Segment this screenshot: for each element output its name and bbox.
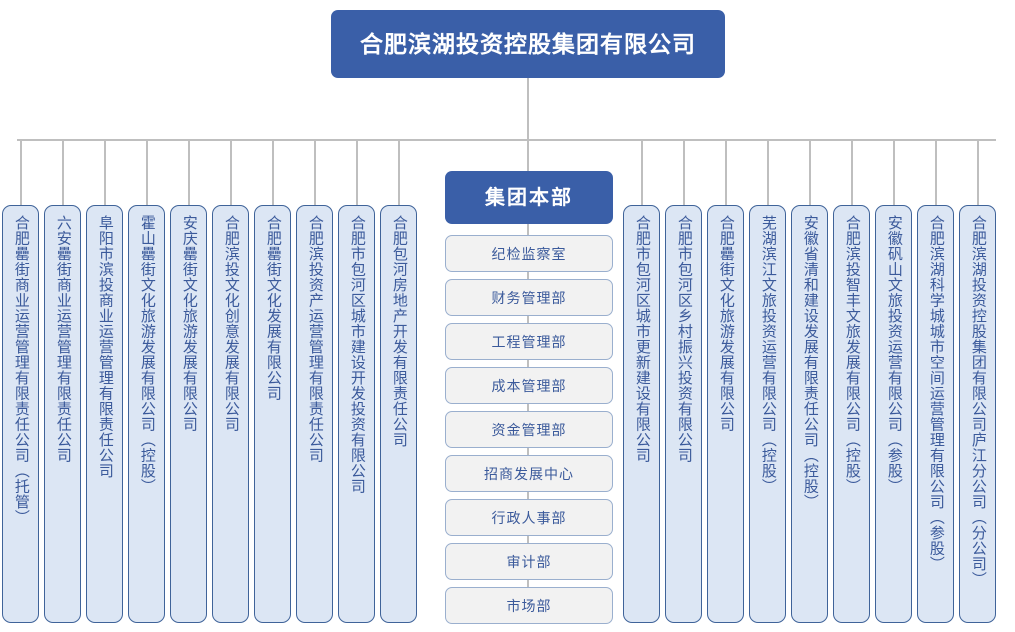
subsidiary-label: 霍山罍街文化旅游发展有限公司（控股） [138, 215, 156, 494]
subsidiary-label: 合肥包河房地产开发有限责任公司 [390, 215, 408, 448]
connector-hq-drop [527, 139, 529, 172]
subsidiary-label: 合肥滨湖投资控股集团有限公司庐江分公司（分公司） [969, 215, 987, 587]
connector-department [527, 580, 529, 587]
department-node[interactable]: 行政人事部 [445, 499, 613, 536]
subsidiary-label: 安庆罍街文化旅游发展有限公司 [180, 215, 198, 432]
connector-drop [934, 139, 937, 205]
subsidiary-label: 合肥罍街文化旅游发展有限公司 [717, 215, 735, 432]
department-label: 审计部 [506, 553, 552, 570]
department-label: 招商发展中心 [484, 465, 574, 482]
subsidiary-node[interactable]: 合肥滨投智丰文旅发展有限公司（控股） [833, 205, 870, 623]
department-label: 工程管理部 [491, 333, 567, 350]
connector-root-vertical [527, 78, 529, 140]
subsidiary-node[interactable]: 芜湖滨江文旅投资运营有限公司（控股） [749, 205, 786, 623]
subsidiary-node[interactable]: 合肥市包河区城市更新建设有限公司 [623, 205, 660, 623]
connector-drop [850, 139, 853, 205]
department-label: 纪检监察室 [491, 245, 567, 262]
connector-drop [724, 139, 727, 205]
connector-drop [145, 139, 148, 205]
department-node[interactable]: 资金管理部 [445, 411, 613, 448]
subsidiary-label: 合肥滨湖科学城城市空间运营管理有限公司（参股） [927, 215, 945, 572]
subsidiary-node[interactable]: 合肥滨湖科学城城市空间运营管理有限公司（参股） [917, 205, 954, 623]
department-label: 成本管理部 [491, 377, 567, 394]
subsidiary-label: 安徽省清和建设发展有限责任公司（控股） [801, 215, 819, 510]
connector-department [527, 404, 529, 411]
subsidiary-node[interactable]: 合肥包河房地产开发有限责任公司 [380, 205, 417, 623]
department-label: 财务管理部 [491, 289, 567, 306]
subsidiary-node[interactable]: 合肥罍街商业运营管理有限责任公司（托管） [2, 205, 39, 623]
subsidiary-label: 安徽矾山文旅投资运营有限公司（参股） [885, 215, 903, 494]
subsidiary-label: 合肥滨投资产运营管理有限责任公司 [306, 215, 324, 463]
subsidiary-label: 合肥市包河区城市更新建设有限公司 [633, 215, 651, 463]
department-label: 市场部 [506, 597, 552, 614]
connector-drop [808, 139, 811, 205]
connector-drop [271, 139, 274, 205]
department-label: 行政人事部 [491, 509, 567, 526]
subsidiary-label: 六安罍街商业运营管理有限责任公司 [54, 215, 72, 463]
subsidiary-label: 合肥滨投智丰文旅发展有限公司（控股） [843, 215, 861, 494]
subsidiary-node[interactable]: 安徽省清和建设发展有限责任公司（控股） [791, 205, 828, 623]
connector-drop [103, 139, 106, 205]
department-node[interactable]: 审计部 [445, 543, 613, 580]
subsidiary-label: 阜阳市滨投商业运营管理有限责任公司 [96, 215, 114, 479]
subsidiary-label: 芜湖滨江文旅投资运营有限公司（控股） [759, 215, 777, 494]
department-label: 资金管理部 [491, 421, 567, 438]
subsidiary-node[interactable]: 合肥市包河区乡村振兴投资有限公司 [665, 205, 702, 623]
subsidiary-node[interactable]: 霍山罍街文化旅游发展有限公司（控股） [128, 205, 165, 623]
department-node[interactable]: 财务管理部 [445, 279, 613, 316]
connector-drop [682, 139, 685, 205]
connector-drop [19, 139, 22, 205]
subsidiary-node[interactable]: 合肥罍街文化发展有限公司 [254, 205, 291, 623]
subsidiary-node[interactable]: 六安罍街商业运营管理有限责任公司 [44, 205, 81, 623]
headquarters-node[interactable]: 集团本部 [445, 171, 613, 224]
department-node[interactable]: 工程管理部 [445, 323, 613, 360]
connector-department [527, 536, 529, 543]
subsidiary-node[interactable]: 安庆罍街文化旅游发展有限公司 [170, 205, 207, 623]
connector-department [527, 316, 529, 323]
subsidiary-node[interactable]: 合肥滨投文化创意发展有限公司 [212, 205, 249, 623]
subsidiary-node[interactable]: 合肥滨湖投资控股集团有限公司庐江分公司（分公司） [959, 205, 996, 623]
connector-drop [766, 139, 769, 205]
subsidiary-label: 合肥市包河区乡村振兴投资有限公司 [675, 215, 693, 463]
connector-drop [640, 139, 643, 205]
subsidiary-label: 合肥市包河区城市建设开发投资有限公司 [348, 215, 366, 494]
connector-drop [187, 139, 190, 205]
department-node[interactable]: 成本管理部 [445, 367, 613, 404]
connector-horizontal-bar [17, 139, 996, 141]
connector-drop [892, 139, 895, 205]
connector-department [527, 272, 529, 279]
connector-department [527, 492, 529, 499]
subsidiary-node[interactable]: 合肥滨投资产运营管理有限责任公司 [296, 205, 333, 623]
department-node[interactable]: 市场部 [445, 587, 613, 624]
subsidiary-node[interactable]: 合肥市包河区城市建设开发投资有限公司 [338, 205, 375, 623]
connector-drop [229, 139, 232, 205]
subsidiary-label: 合肥罍街商业运营管理有限责任公司（托管） [12, 215, 30, 525]
connector-drop [355, 139, 358, 205]
connector-drop [397, 139, 400, 205]
connector-drop [313, 139, 316, 205]
root-node-label: 合肥滨湖投资控股集团有限公司 [360, 30, 696, 57]
subsidiary-node[interactable]: 合肥罍街文化旅游发展有限公司 [707, 205, 744, 623]
department-node[interactable]: 纪检监察室 [445, 235, 613, 272]
headquarters-label: 集团本部 [485, 186, 573, 209]
connector-department [527, 360, 529, 367]
connector-drop [61, 139, 64, 205]
connector-drop [976, 139, 979, 205]
subsidiary-node[interactable]: 安徽矾山文旅投资运营有限公司（参股） [875, 205, 912, 623]
department-node[interactable]: 招商发展中心 [445, 455, 613, 492]
root-node[interactable]: 合肥滨湖投资控股集团有限公司 [331, 10, 725, 78]
subsidiary-label: 合肥罍街文化发展有限公司 [264, 215, 282, 401]
connector-department [527, 448, 529, 455]
subsidiary-label: 合肥滨投文化创意发展有限公司 [222, 215, 240, 432]
connector-department [527, 224, 529, 235]
subsidiary-node[interactable]: 阜阳市滨投商业运营管理有限责任公司 [86, 205, 123, 623]
